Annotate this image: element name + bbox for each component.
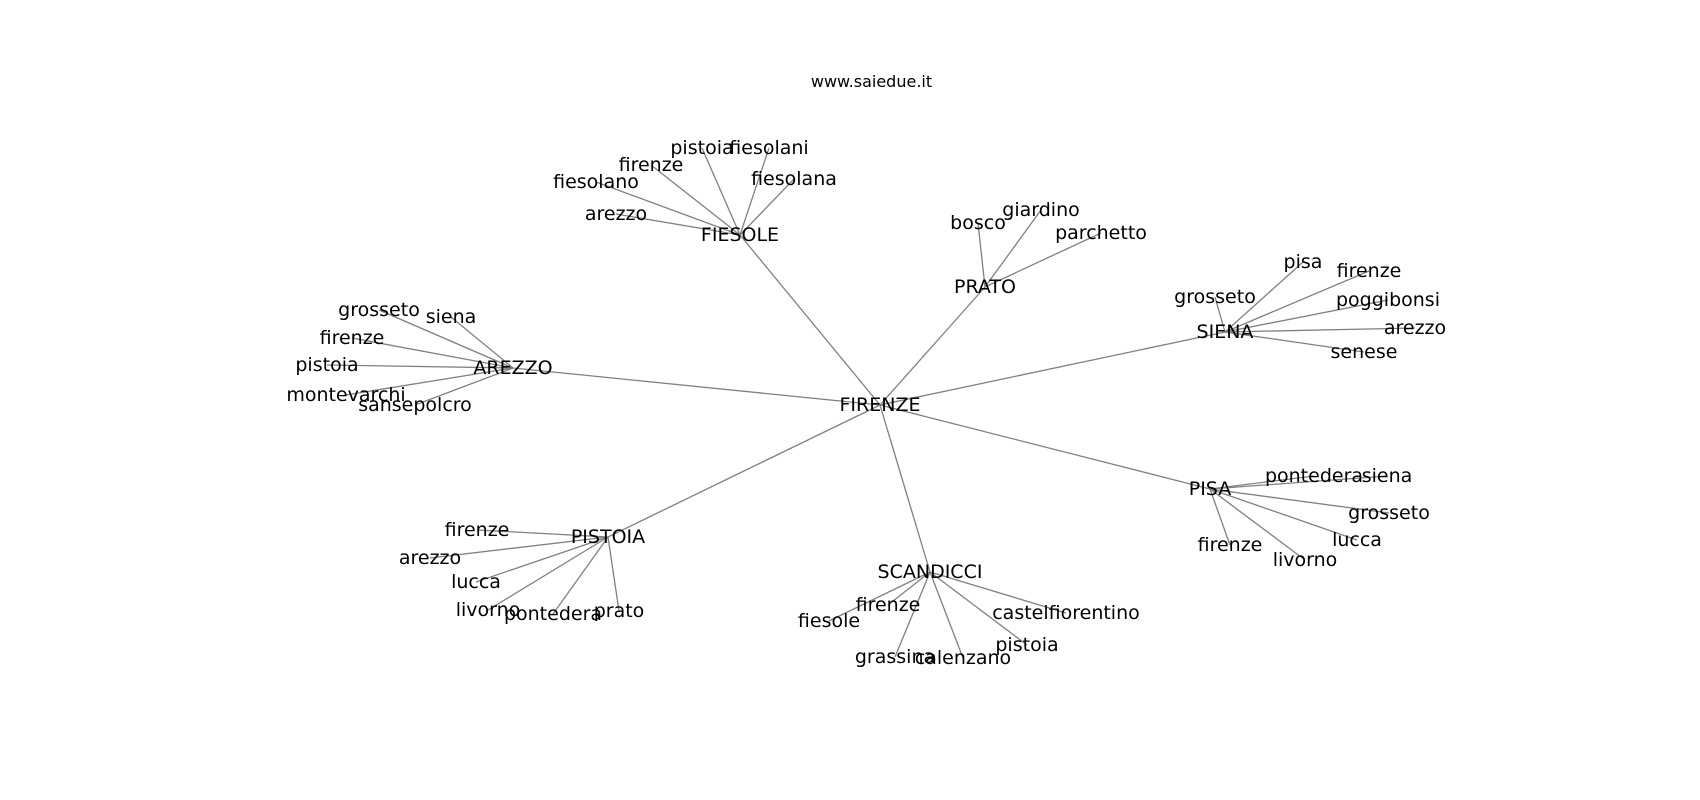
- leaf-node-label-scandicci-fiesole: fiesole: [798, 610, 860, 632]
- edge-pistoia-arezzo: [429, 536, 609, 559]
- edge-pisa-pontedera: [1209, 475, 1315, 490]
- leaf-node-label-scandicci-pistoia: pistoia: [995, 634, 1058, 656]
- leaf-node-label-prato-giardino: giardino: [1002, 199, 1079, 221]
- leaf-node-label-fiesole-fiesolana: fiesolana: [751, 168, 837, 190]
- hub-node-label-pistoia: PISTOIA: [571, 526, 645, 548]
- edge-fiesole-pistoia: [701, 147, 741, 236]
- leaf-node-label-fiesole-arezzo: arezzo: [585, 203, 647, 225]
- edge-fiesole-fiesolani: [739, 147, 770, 236]
- hub-node-label-prato: PRATO: [954, 276, 1016, 298]
- leaf-node-label-fiesole-pistoia: pistoia: [670, 137, 733, 159]
- edge-siena-firenze: [1224, 270, 1370, 333]
- edge-pisa-siena: [1209, 475, 1388, 490]
- edge-fiesole-firenze: [650, 164, 741, 236]
- edge-root-siena: [879, 331, 1226, 406]
- edge-root-fiesole: [739, 234, 881, 406]
- leaf-node-label-siena-firenze: firenze: [1337, 260, 1402, 282]
- leaf-node-label-siena-senese: senese: [1331, 341, 1398, 363]
- edge-siena-grosseto: [1214, 296, 1226, 333]
- edge-scandicci-fiesole: [828, 571, 931, 622]
- leaf-node-label-arezzo-grosseto: grosseto: [338, 299, 420, 321]
- leaf-node-label-pisa-siena: siena: [1362, 465, 1413, 487]
- edge-root-prato: [879, 286, 986, 406]
- leaf-node-label-pistoia-lucca: lucca: [451, 571, 501, 593]
- leaf-node-label-arezzo-pistoia: pistoia: [295, 354, 358, 376]
- hub-node-label-fiesole: FIESOLE: [701, 224, 779, 246]
- leaf-node-label-pisa-grosseto: grosseto: [1348, 502, 1430, 524]
- leaf-node-label-siena-grosseto: grosseto: [1174, 286, 1256, 308]
- edge-scandicci-firenze: [887, 571, 931, 606]
- leaf-node-label-pisa-lucca: lucca: [1332, 529, 1382, 551]
- edge-siena-arezzo: [1224, 327, 1416, 333]
- edge-arezzo-siena: [450, 316, 514, 369]
- edge-fiesole-fiesolana: [739, 178, 795, 236]
- leaf-node-label-arezzo-montevarchi: montevarchi: [286, 384, 405, 406]
- leaf-node-label-scandicci-firenze: firenze: [856, 594, 921, 616]
- leaf-node-label-pisa-firenze: firenze: [1198, 534, 1263, 556]
- edge-root-pistoia: [607, 404, 881, 538]
- edge-root-arezzo: [512, 367, 881, 406]
- leaf-node-label-pisa-pontedera: pontedera: [1265, 465, 1363, 487]
- edge-prato-bosco: [977, 222, 986, 288]
- leaf-node-label-prato-bosco: bosco: [950, 212, 1006, 234]
- edge-scandicci-grassina: [894, 571, 931, 658]
- edge-arezzo-pistoia: [326, 364, 514, 369]
- edge-arezzo-grosseto: [378, 309, 514, 369]
- leaf-node-label-siena-pisa: pisa: [1284, 251, 1323, 273]
- leaf-node-label-arezzo-firenze: firenze: [320, 327, 385, 349]
- leaf-node-label-fiesole-fiesolani: fiesolani: [729, 137, 808, 159]
- hub-node-label-arezzo: AREZZO: [473, 357, 552, 379]
- edge-pistoia-pontedera: [552, 536, 609, 615]
- edge-root-pisa: [879, 404, 1211, 490]
- leaf-node-label-scandicci-castelfiorentino: castelfiorentino: [992, 602, 1140, 624]
- edge-pistoia-firenze: [476, 529, 609, 538]
- edge-prato-giardino: [984, 209, 1042, 288]
- edge-fiesole-fiesolano: [595, 181, 741, 236]
- leaf-node-label-pistoia-livorno: livorno: [456, 599, 521, 621]
- edge-arezzo-sansepolcro: [414, 367, 514, 406]
- hub-node-label-siena: SIENA: [1197, 321, 1254, 343]
- edge-root-scandicci: [879, 404, 931, 573]
- edge-prato-parchetto: [984, 232, 1102, 288]
- leaf-node-label-pistoia-arezzo: arezzo: [399, 547, 461, 569]
- leaf-node-label-prato-parchetto: parchetto: [1055, 222, 1147, 244]
- hub-node-label-pisa: PISA: [1189, 478, 1231, 500]
- leaf-node-label-siena-arezzo: arezzo: [1384, 317, 1446, 339]
- edge-layer: [326, 147, 1416, 659]
- edge-pisa-lucca: [1209, 488, 1358, 541]
- edge-fiesole-arezzo: [615, 213, 741, 236]
- edge-pistoia-prato: [607, 536, 620, 612]
- label-layer: FIRENZEFIESOLEarezzofiesolanofirenzepist…: [286, 137, 1446, 669]
- leaf-node-label-arezzo-sansepolcro: sansepolcro: [358, 394, 472, 416]
- edge-siena-pisa: [1224, 261, 1304, 333]
- leaf-node-label-pistoia-prato: prato: [594, 600, 645, 622]
- edge-siena-poggibonsi: [1224, 299, 1389, 333]
- edge-scandicci-pistoia: [929, 571, 1028, 646]
- edge-siena-senese: [1224, 331, 1365, 353]
- edge-pisa-grosseto: [1209, 488, 1390, 514]
- edge-pisa-firenze: [1209, 488, 1231, 546]
- leaf-node-label-scandicci-grassina: grassina: [855, 646, 935, 668]
- edge-arezzo-firenze: [351, 337, 514, 369]
- leaf-node-label-fiesole-fiesolano: fiesolano: [553, 171, 639, 193]
- edge-scandicci-castelfiorentino: [929, 571, 1067, 614]
- edge-pistoia-lucca: [475, 536, 609, 583]
- site-title: www.saiedue.it: [810, 72, 933, 91]
- leaf-node-label-arezzo-siena: siena: [426, 306, 477, 328]
- leaf-node-label-scandicci-calenzano: calenzano: [915, 647, 1011, 669]
- leaf-node-label-pisa-livorno: livorno: [1273, 549, 1338, 571]
- edge-arezzo-montevarchi: [345, 367, 514, 396]
- leaf-node-label-pistoia-firenze: firenze: [445, 519, 510, 541]
- leaf-node-label-pistoia-pontedera: pontedera: [504, 603, 602, 625]
- root-node-label: FIRENZE: [840, 394, 921, 416]
- edge-pistoia-livorno: [487, 536, 609, 611]
- hub-node-label-scandicci: SCANDICCI: [878, 561, 983, 583]
- edge-pisa-livorno: [1209, 488, 1306, 561]
- leaf-node-label-fiesole-firenze: firenze: [619, 154, 684, 176]
- edge-scandicci-calenzano: [929, 571, 964, 659]
- leaf-node-label-siena-poggibonsi: poggibonsi: [1336, 289, 1440, 311]
